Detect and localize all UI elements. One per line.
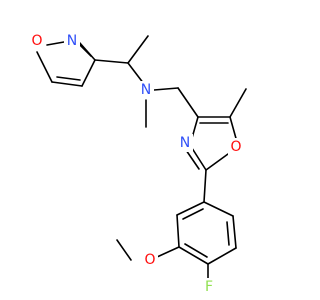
bonds [36, 35, 247, 281]
bond [116, 239, 132, 261]
bond [226, 221, 230, 246]
bond [205, 153, 229, 171]
isoxazole-nitrogen-atom: N [64, 32, 80, 50]
bond [178, 246, 209, 265]
bond [127, 62, 145, 85]
bond [94, 59, 129, 64]
bond [176, 214, 180, 248]
bond [127, 35, 149, 64]
bond [185, 149, 200, 170]
bond [232, 215, 237, 249]
bond [229, 116, 238, 143]
fluorine-atom: F [201, 278, 217, 296]
bond [51, 81, 83, 87]
atom-symbol: N [67, 33, 77, 49]
bond [81, 59, 96, 87]
bond [56, 76, 81, 81]
bond [77, 42, 92, 57]
oxazole-oxygen-atom: O [228, 138, 244, 156]
atom-symbol: N [141, 82, 151, 98]
methoxy-oxygen-atom: O [142, 251, 158, 269]
atom-labels: O N N N O O F [29, 32, 244, 296]
bond [203, 169, 207, 203]
bond [229, 88, 247, 118]
bond [156, 246, 180, 258]
atom-symbol: O [31, 33, 42, 49]
atom-symbol: N [180, 135, 190, 151]
oxazole-nitrogen-atom: N [177, 134, 193, 152]
bond [176, 201, 205, 216]
bond [203, 201, 234, 217]
bond [177, 87, 199, 118]
atom-symbol: O [230, 139, 241, 155]
amine-nitrogen-atom: N [138, 81, 154, 99]
bond [153, 87, 179, 91]
isoxazole-oxygen-atom: O [29, 32, 45, 50]
atom-symbol: F [205, 279, 213, 295]
atom-symbol: O [144, 252, 155, 268]
bond [184, 243, 208, 258]
bond [207, 247, 237, 265]
bond [46, 41, 65, 46]
bond [182, 208, 204, 220]
bond [36, 51, 53, 83]
molecule-structure: O N N N O O F [29, 32, 247, 296]
